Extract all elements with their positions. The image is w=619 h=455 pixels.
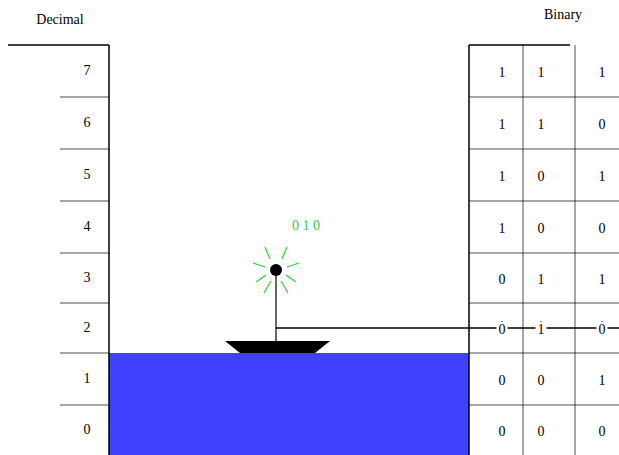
binary-digit: 0 — [497, 322, 508, 338]
decimal-value: 7 — [82, 63, 93, 79]
decimal-value: 0 — [82, 422, 93, 438]
binary-digit: 1 — [597, 373, 608, 389]
axis-title: Decimal — [34, 12, 85, 28]
binary-digit: 0 — [497, 272, 508, 288]
decimal-scale — [8, 45, 109, 455]
binary-digit: 0 — [497, 424, 508, 440]
mast — [275, 270, 276, 341]
binary-digit: 1 — [497, 65, 508, 81]
water — [109, 353, 469, 455]
binary-digit: 1 — [536, 117, 547, 133]
lamp — [270, 264, 282, 276]
binary-digit: 1 — [497, 169, 508, 185]
decimal-value: 4 — [82, 219, 93, 235]
binary-digit: 1 — [536, 65, 547, 81]
binary-digit: 1 — [536, 322, 547, 338]
decimal-value: 3 — [82, 270, 93, 286]
decimal-value: 5 — [82, 167, 93, 183]
binary-digit: 1 — [597, 65, 608, 81]
binary-digit: 1 — [536, 272, 547, 288]
pointer-line — [276, 321, 619, 335]
lamp-readout: 0 1 0 — [290, 218, 322, 234]
binary-digit: 0 — [597, 424, 608, 440]
binary-digit: 0 — [536, 221, 547, 237]
binary-digit: 0 — [497, 373, 508, 389]
binary-digit: 0 — [536, 424, 547, 440]
axis-title: Binary — [542, 7, 584, 23]
lamp-rays — [253, 247, 299, 293]
decimal-value: 6 — [82, 115, 93, 131]
float-boat — [225, 341, 330, 353]
binary-digit: 0 — [597, 322, 608, 338]
binary-table — [469, 45, 619, 455]
binary-digit: 0 — [536, 169, 547, 185]
binary-digit: 1 — [497, 117, 508, 133]
binary-digit: 0 — [597, 117, 608, 133]
binary-digit: 1 — [597, 169, 608, 185]
binary-digit: 0 — [597, 221, 608, 237]
decimal-value: 1 — [82, 371, 93, 387]
decimal-value: 2 — [82, 320, 93, 336]
binary-digit: 0 — [536, 373, 547, 389]
binary-digit: 1 — [597, 272, 608, 288]
binary-digit: 1 — [497, 221, 508, 237]
